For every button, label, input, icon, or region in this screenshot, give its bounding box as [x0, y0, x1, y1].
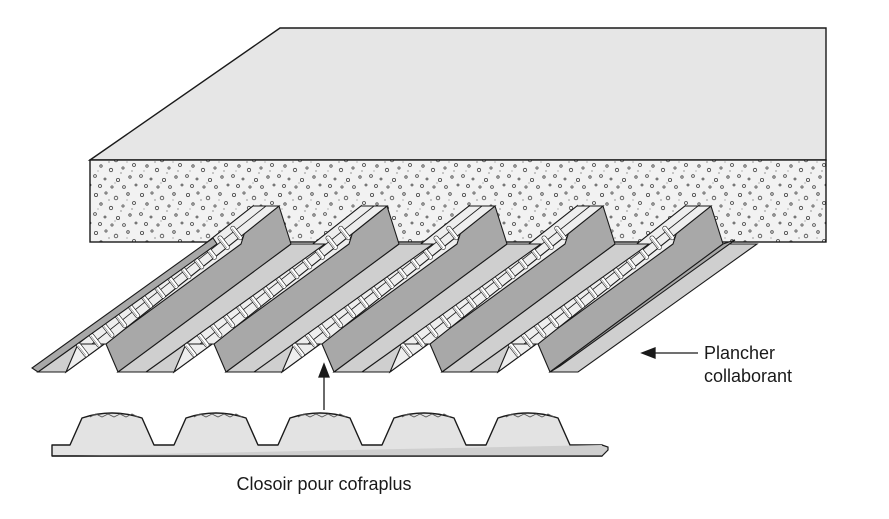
- closure-label: Closoir pour cofraplus: [236, 474, 411, 494]
- deck-rib: [144, 204, 435, 374]
- deck-rib: [468, 204, 759, 374]
- closure-arrow-head: [318, 362, 330, 378]
- closure-body: [51, 412, 603, 457]
- deck-arrow-head: [640, 347, 656, 359]
- closure-crest-texture: [89, 413, 555, 418]
- deck-edge-lip: [31, 237, 218, 373]
- leader-arrows: [318, 347, 698, 410]
- closure-bottom-edge: [52, 444, 609, 457]
- deck-rib: [252, 204, 543, 374]
- steel-deck: [31, 204, 759, 374]
- concrete-slab: [87, 27, 827, 243]
- deck-label-line1: Plancher: [704, 343, 775, 363]
- slab-top-surface: [87, 27, 827, 161]
- deck-edge-hem: [549, 239, 736, 373]
- deck-label-line2: collaborant: [704, 366, 792, 386]
- closure-piece: [51, 412, 609, 457]
